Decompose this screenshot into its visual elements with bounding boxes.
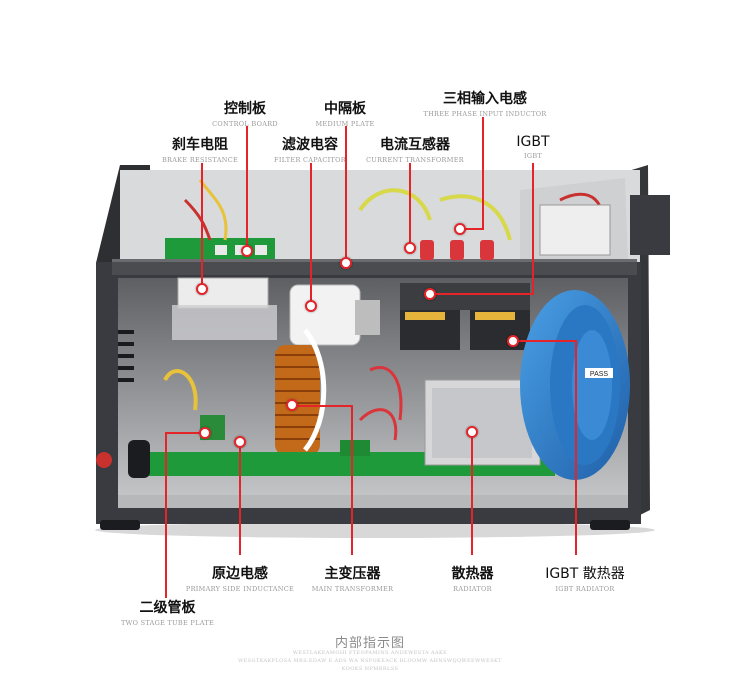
diagram-title: 内部指示图 <box>334 636 405 651</box>
label-igbt: IGBT IGBT <box>500 134 566 160</box>
marker-medium-plate <box>340 257 352 269</box>
marker-igbt <box>424 288 436 300</box>
label-brake-resistance: 刹车电阻 BRAKE RESISTANCE <box>145 134 255 164</box>
label-control-board-en: CONTROL BOARD <box>212 120 278 128</box>
caption-fine-1: WESTLAKEAMOHI FTEOPAMINS ANDEWESTA AAKE <box>292 650 448 656</box>
leader-three-phase <box>482 117 484 229</box>
transformer-coil <box>275 328 327 455</box>
label-control-board: 控制板 CONTROL BOARD <box>190 98 300 128</box>
label-igbt-radiator-en: IGBT RADIATOR <box>555 585 615 593</box>
marker-current <box>404 242 416 254</box>
leader-primary <box>239 441 241 555</box>
label-medium-plate-zh: 中隔板 <box>324 101 366 117</box>
label-igbt-radiator: IGBT 散热器 IGBT RADIATOR <box>530 563 640 593</box>
marker-two-stage <box>199 427 211 439</box>
leader-three-phase-h <box>460 228 484 230</box>
label-two-stage-tube-plate: 二级管板 TWO STAGE TUBE PLATE <box>105 597 230 627</box>
label-current-zh: 电流互感器 <box>380 137 450 153</box>
medium-plate-shelf <box>112 259 637 275</box>
caption-fine-2: WESGTKAKPLOSA MRS.EDAW E.ADS WA NSPOKEAC… <box>238 658 502 664</box>
brake-resistor-block <box>177 277 269 309</box>
leader-control-board <box>246 126 248 251</box>
label-radiator: 散热器 RADIATOR <box>425 563 520 593</box>
leader-igbt-h <box>430 293 534 295</box>
marker-brake <box>196 283 208 295</box>
leader-main-transformer <box>351 405 353 555</box>
label-two-stage-zh: 二级管板 <box>139 600 196 616</box>
leader-two-stage <box>165 432 167 598</box>
marker-main-transformer <box>286 399 298 411</box>
label-primary-side-inductance: 原边电感 PRIMARY SIDE INDUCTANCE <box>170 563 310 593</box>
label-filter-en: FILTER CAPACITOR <box>274 156 346 164</box>
fan-sticker-text: PASS <box>590 371 608 378</box>
label-brake-en: BRAKE RESISTANCE <box>161 156 239 164</box>
label-primary-zh: 原边电感 <box>212 566 268 582</box>
leader-filter <box>310 163 312 306</box>
label-main-transformer-en: MAIN TRANSFORMER <box>311 585 394 593</box>
label-brake-zh: 刹车电阻 <box>172 137 228 153</box>
label-igbt-zh: IGBT <box>516 134 550 150</box>
leader-two-stage-h <box>165 432 205 434</box>
leader-current <box>409 163 411 247</box>
label-three-phase-inductor: 三相输入电感 THREE PHASE INPUT INDUCTOR <box>410 88 560 118</box>
marker-control-board <box>241 245 253 257</box>
leader-main-transformer-h <box>291 405 353 407</box>
label-igbt-radiator-zh: IGBT 散热器 <box>545 566 625 582</box>
leader-igbt <box>532 163 534 295</box>
leader-radiator <box>471 432 473 555</box>
leader-igbt-radiator-h <box>512 340 577 342</box>
label-medium-plate-en: MEDIUM PLATE <box>315 120 375 128</box>
label-medium-plate: 中隔板 MEDIUM PLATE <box>290 98 400 128</box>
marker-igbt-radiator <box>507 335 519 347</box>
vent-slots <box>118 330 134 382</box>
leader-igbt-radiator <box>575 340 577 555</box>
label-filter-capacitor: 滤波电容 FILTER CAPACITOR <box>255 134 365 164</box>
label-two-stage-en: TWO STAGE TUBE PLATE <box>120 619 215 627</box>
caption-fine-3: KOOKS NPMBRLSS <box>341 666 399 672</box>
label-main-transformer-zh: 主变压器 <box>324 566 381 582</box>
marker-primary <box>234 436 246 448</box>
marker-filter <box>305 300 317 312</box>
label-radiator-en: RADIATOR <box>453 585 492 593</box>
filter-capacitor-body <box>289 284 361 346</box>
leader-brake <box>201 163 203 287</box>
leader-medium-plate <box>345 126 347 262</box>
label-igbt-en: IGBT <box>523 152 543 160</box>
label-filter-zh: 滤波电容 <box>282 137 338 153</box>
label-radiator-zh: 散热器 <box>451 566 494 582</box>
marker-three-phase <box>454 223 466 235</box>
label-main-transformer: 主变压器 MAIN TRANSFORMER <box>295 563 410 593</box>
label-current-transformer: 电流互感器 CURRENT TRANSFORMER <box>355 134 475 164</box>
label-three-phase-zh: 三相输入电感 <box>443 91 527 107</box>
label-current-en: CURRENT TRANSFORMER <box>366 156 464 164</box>
front-knob <box>96 452 112 468</box>
marker-radiator <box>466 426 478 438</box>
label-primary-en: PRIMARY SIDE INDUCTANCE <box>185 585 295 593</box>
label-control-board-zh: 控制板 <box>224 101 266 117</box>
label-three-phase-en: THREE PHASE INPUT INDUCTOR <box>423 110 547 118</box>
